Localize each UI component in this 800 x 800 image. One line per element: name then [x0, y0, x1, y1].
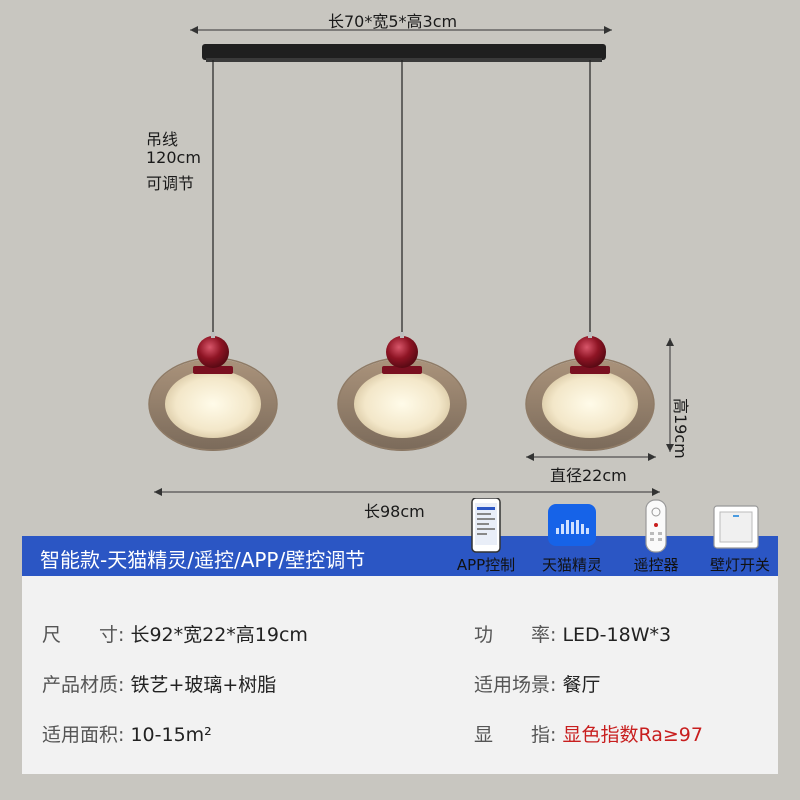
pendant-lamp-1 [148, 332, 278, 451]
cable-label-1: 吊线 [146, 130, 179, 149]
control-app-label: APP控制 [456, 556, 516, 574]
cable-label-3: 可调节 [146, 174, 195, 193]
spec-cri-key: 显 指: [474, 724, 557, 746]
spec-cri-value: 显色指数Ra≥97 [562, 724, 703, 746]
control-remote: 遥控器 [618, 498, 694, 578]
phone-app-icon [471, 497, 501, 553]
control-tmall-genie: 天猫精灵 [534, 498, 610, 578]
spec-material-value: 铁艺+玻璃+树脂 [130, 674, 277, 696]
control-remote-label: 遥控器 [633, 556, 679, 574]
length-dimension-label: 长98cm [364, 502, 425, 521]
spec-area-key: 适用面积: [42, 724, 125, 746]
spec-area-value: 10-15m² [130, 724, 212, 746]
spec-power-key: 功 率: [474, 624, 557, 646]
remote-control-icon [645, 499, 667, 553]
spec-size-key: 尺 寸: [42, 624, 125, 646]
diameter-dimension-label: 直径22cm [550, 466, 627, 485]
top-dimension-label: 长70*宽5*高3cm [328, 12, 458, 31]
spec-scene-key: 适用场景: [474, 674, 557, 696]
smart-speaker-icon [548, 504, 596, 546]
control-wall-switch: 壁灯开关 [700, 498, 780, 578]
control-tmall-genie-label: 天猫精灵 [541, 556, 602, 574]
feature-banner: 智能款-天猫精灵/遥控/APP/壁控调节 [22, 536, 778, 576]
spec-scene-value: 餐厅 [562, 674, 601, 696]
spec-size-value: 长92*宽22*高19cm [130, 624, 308, 646]
wall-switch-icon [713, 505, 759, 549]
height-dimension-label: 高19cm [671, 398, 690, 459]
cable-label-2: 120cm [146, 148, 201, 167]
spec-material-key: 产品材质: [42, 674, 125, 696]
spec-power-value: LED-18W*3 [562, 624, 672, 646]
spec-panel: 尺 寸: 长92*宽22*高19cm 功 率: LED-18W*3 产品材质: … [22, 576, 778, 774]
banner-title: 智能款-天猫精灵/遥控/APP/壁控调节 [40, 548, 366, 572]
pendant-lamp-2 [337, 332, 467, 451]
control-wall-switch-label: 壁灯开关 [709, 556, 770, 574]
control-app: APP控制 [448, 497, 524, 578]
pendant-lamp-3 [525, 332, 655, 451]
